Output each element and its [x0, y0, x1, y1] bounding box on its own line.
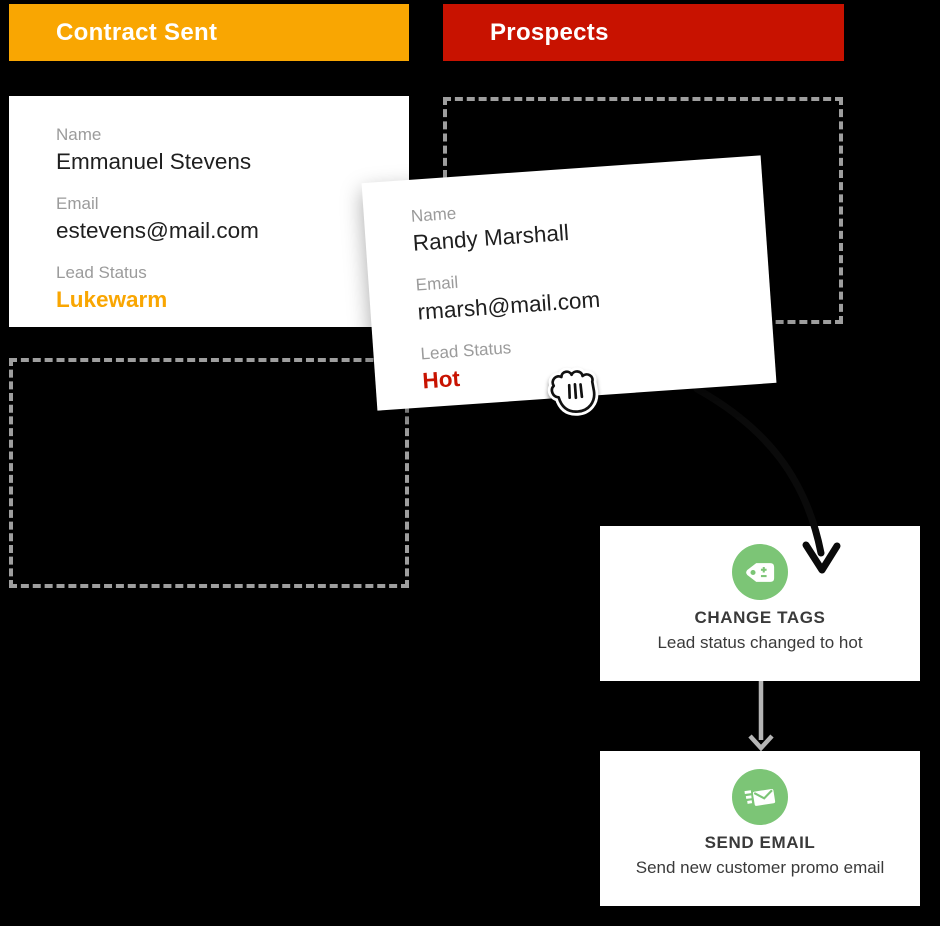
lead-card-randy-marshall[interactable]: Name Randy Marshall Email rmarsh@mail.co… — [361, 155, 777, 411]
card-field-name: Name Emmanuel Stevens — [56, 124, 389, 176]
card-field-email: Email estevens@mail.com — [56, 193, 389, 245]
automation-description: Lead status changed to hot — [657, 633, 863, 652]
flow-connector-arrow — [748, 681, 774, 752]
column-header-contract-sent: Contract Sent — [9, 4, 409, 61]
tag-plus-minus-icon — [732, 544, 788, 600]
lead-card-emmanuel-stevens[interactable]: Name Emmanuel Stevens Email estevens@mai… — [9, 96, 409, 327]
dropzone-contract-sent[interactable] — [9, 358, 409, 588]
field-label: Lead Status — [56, 263, 147, 282]
column-title-prospects: Prospects — [490, 18, 609, 46]
column-header-prospects: Prospects — [443, 4, 844, 61]
field-value: Emmanuel Stevens — [56, 149, 252, 174]
status-badge: Lukewarm — [56, 287, 168, 312]
automation-description: Send new customer promo email — [635, 858, 885, 877]
card-field-email: Email rmarsh@mail.com — [415, 251, 751, 326]
card-field-lead-status: Lead Status Hot — [420, 320, 756, 395]
card-field-lead-status: Lead Status Lukewarm — [56, 262, 389, 314]
automation-step-change-tags[interactable]: CHANGE TAGS Lead status changed to hot — [600, 526, 920, 681]
card-field-name: Name Randy Marshall — [410, 183, 746, 258]
column-title-contract-sent: Contract Sent — [56, 18, 218, 46]
automation-title: SEND EMAIL — [704, 833, 816, 852]
field-label: Email — [56, 194, 99, 213]
automation-step-send-email[interactable]: SEND EMAIL Send new customer promo email — [600, 751, 920, 906]
field-label: Name — [56, 125, 102, 144]
send-email-icon — [732, 769, 788, 825]
automation-title: CHANGE TAGS — [694, 608, 826, 627]
field-value: estevens@mail.com — [56, 218, 259, 243]
